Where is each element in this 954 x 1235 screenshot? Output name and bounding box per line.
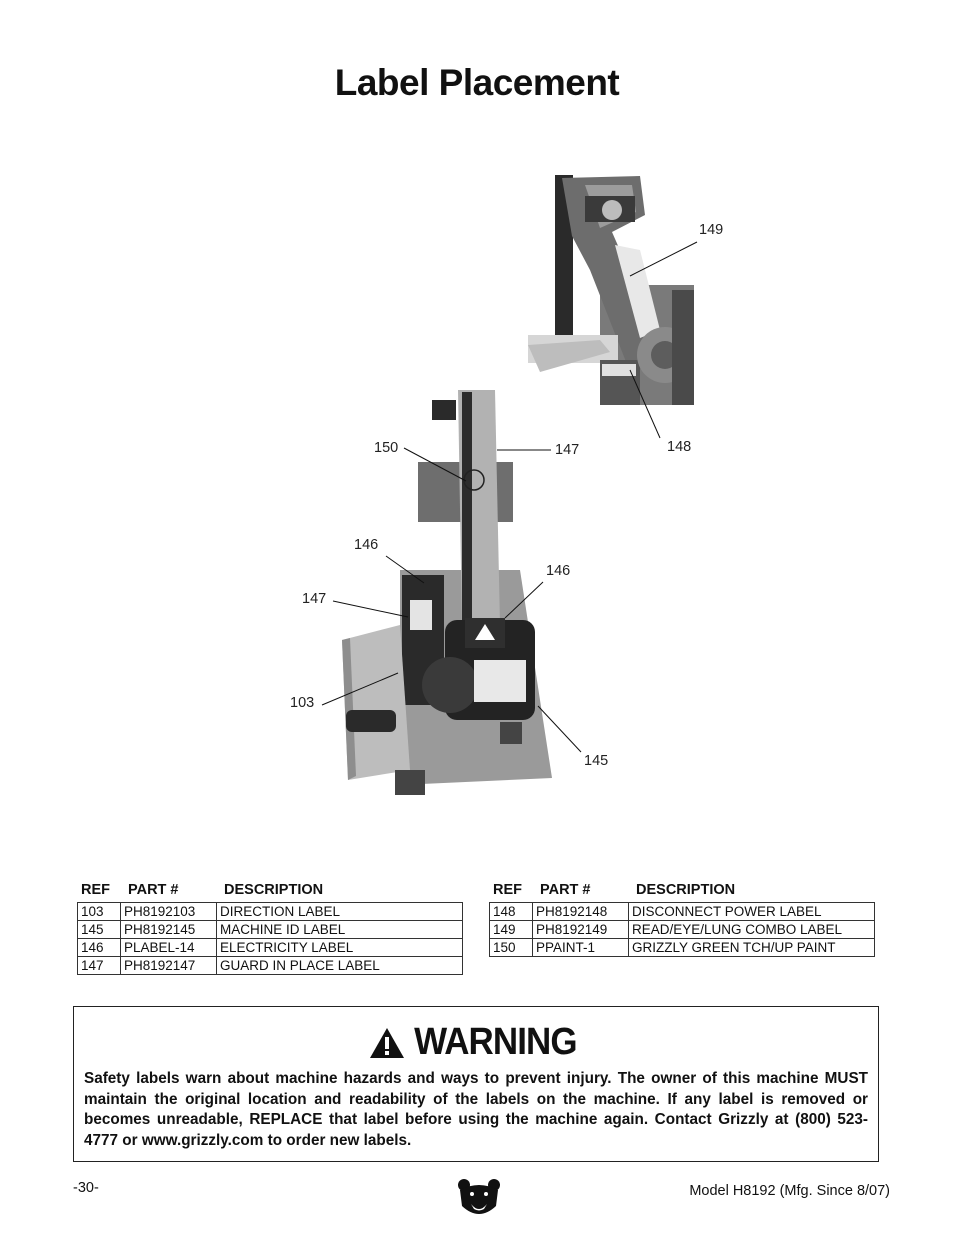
- cell-ref: 150: [489, 938, 533, 957]
- header-description: DESCRIPTION: [224, 882, 324, 898]
- header-part: PART #: [128, 882, 179, 898]
- warning-triangle-icon: [369, 1027, 404, 1058]
- table-row: 147 PH8192147 GUARD IN PLACE LABEL: [77, 956, 463, 975]
- callout-145: 145: [584, 753, 609, 769]
- leader-lines: [321, 241, 698, 753]
- parts-table-body: 148 PH8192148 DISCONNECT POWER LABEL 149…: [489, 902, 875, 957]
- cell-part: PH8192147: [120, 956, 217, 975]
- cell-ref: 148: [489, 902, 533, 921]
- header-ref: REF: [493, 882, 522, 898]
- table-header: REF PART # DESCRIPTION: [77, 880, 463, 900]
- cell-ref: 146: [77, 938, 121, 957]
- cell-ref: 149: [489, 920, 533, 939]
- header-part: PART #: [540, 882, 591, 898]
- header-ref: REF: [81, 882, 110, 898]
- cell-ref: 145: [77, 920, 121, 939]
- main-machine-photo: [342, 390, 552, 795]
- callout-150: 150: [374, 440, 399, 456]
- table-row: 103 PH8192103 DIRECTION LABEL: [77, 902, 463, 921]
- table-row: 145 PH8192145 MACHINE ID LABEL: [77, 920, 463, 939]
- callout-146-left: 146: [354, 537, 379, 553]
- cell-description: GUARD IN PLACE LABEL: [216, 956, 463, 975]
- cell-description: ELECTRICITY LABEL: [216, 938, 463, 957]
- cell-ref: 103: [77, 902, 121, 921]
- cell-part: PH8192149: [532, 920, 629, 939]
- page-number: -30-: [73, 1180, 99, 1196]
- header-description: DESCRIPTION: [636, 882, 736, 898]
- table-row: 150 PPAINT-1 GRIZZLY GREEN TCH/UP PAINT: [489, 938, 875, 957]
- cell-part: PH8192145: [120, 920, 217, 939]
- cell-description: READ/EYE/LUNG COMBO LABEL: [628, 920, 875, 939]
- cell-ref: 147: [77, 956, 121, 975]
- model-info: Model H8192 (Mfg. Since 8/07): [689, 1183, 890, 1199]
- parts-table-left: REF PART # DESCRIPTION 103 PH8192103 DIR…: [77, 880, 463, 975]
- warning-heading: WARNING: [74, 1021, 878, 1064]
- table-header: REF PART # DESCRIPTION: [489, 880, 875, 900]
- cell-part: PLABEL-14: [120, 938, 217, 957]
- grizzly-bear-logo-icon: [458, 1179, 500, 1214]
- warning-box: WARNING Safety labels warn about machine…: [73, 1006, 879, 1162]
- warning-text: Safety labels warn about machine hazards…: [84, 1070, 868, 1149]
- cell-description: MACHINE ID LABEL: [216, 920, 463, 939]
- cell-part: PPAINT-1: [532, 938, 629, 957]
- parts-table-right: REF PART # DESCRIPTION 148 PH8192148 DIS…: [489, 880, 875, 957]
- callout-146-right: 146: [546, 563, 571, 579]
- callout-103: 103: [290, 695, 315, 711]
- warning-title: WARNING: [413, 1021, 577, 1063]
- callout-149: 149: [699, 222, 724, 238]
- callout-147-lower: 147: [302, 591, 327, 607]
- table-row: 146 PLABEL-14 ELECTRICITY LABEL: [77, 938, 463, 957]
- cell-description: GRIZZLY GREEN TCH/UP PAINT: [628, 938, 875, 957]
- parts-table-body: 103 PH8192103 DIRECTION LABEL 145 PH8192…: [77, 902, 463, 975]
- cell-description: DIRECTION LABEL: [216, 902, 463, 921]
- page-title: Label Placement: [334, 62, 620, 103]
- cell-part: PH8192103: [120, 902, 217, 921]
- table-row: 149 PH8192149 READ/EYE/LUNG COMBO LABEL: [489, 920, 875, 939]
- cell-description: DISCONNECT POWER LABEL: [628, 902, 875, 921]
- callout-147-upper: 147: [555, 442, 580, 458]
- inset-photo: [528, 175, 694, 405]
- cell-part: PH8192148: [532, 902, 629, 921]
- callout-148: 148: [667, 439, 692, 455]
- table-row: 148 PH8192148 DISCONNECT POWER LABEL: [489, 902, 875, 921]
